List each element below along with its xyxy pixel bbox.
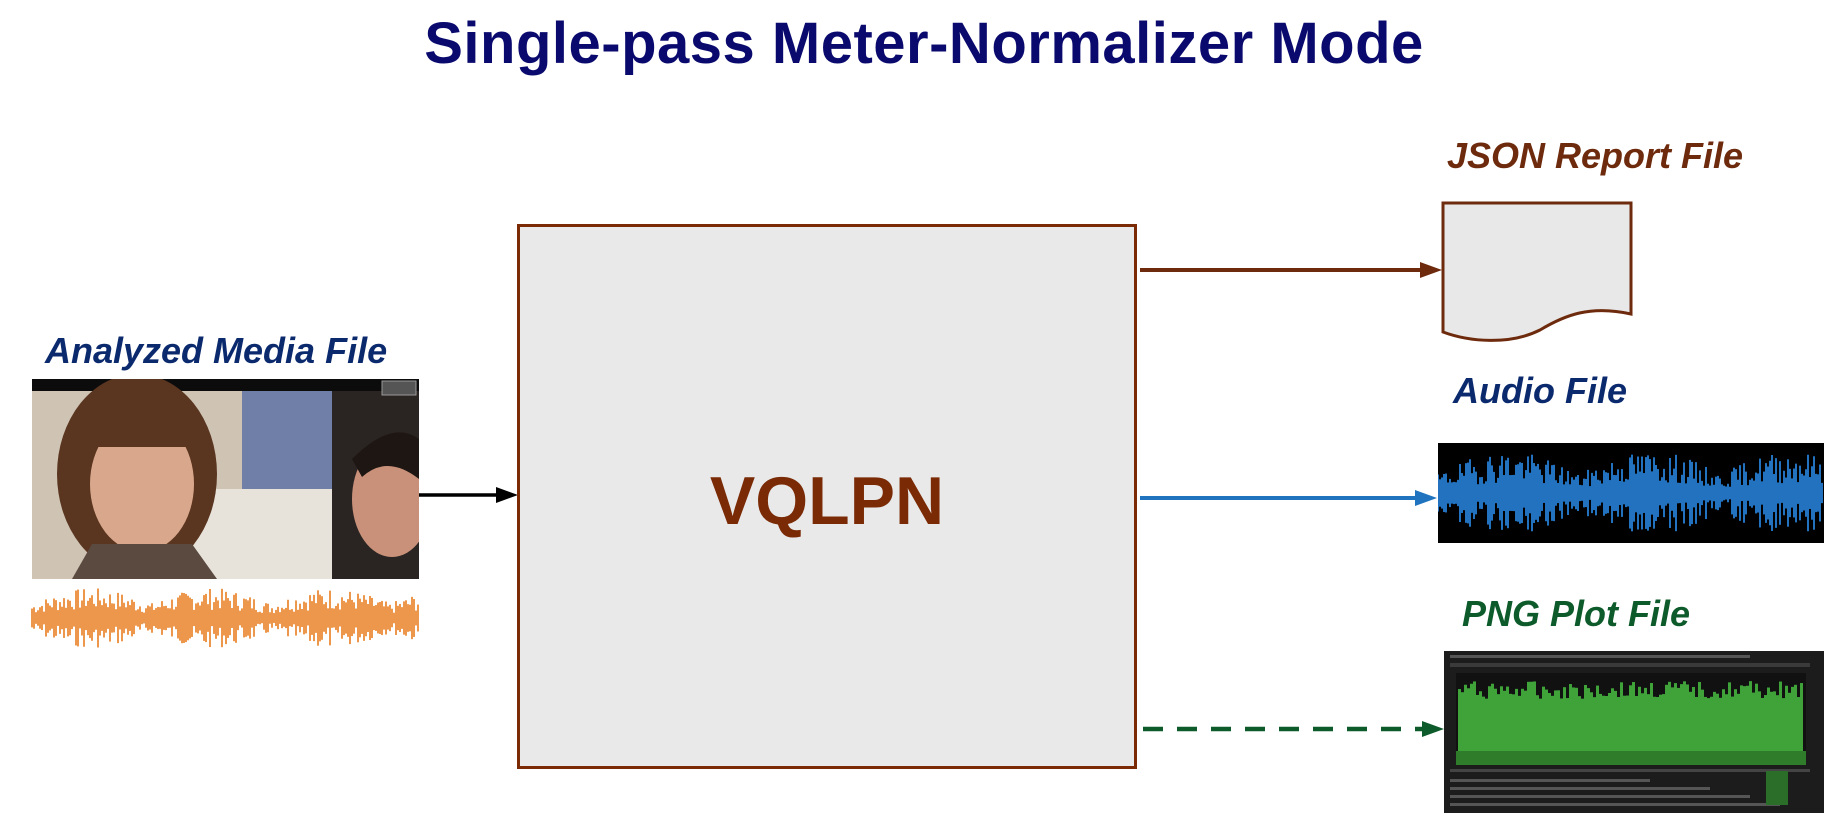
png-output-label: PNG Plot File (1462, 593, 1691, 634)
audio-output-arrow (1140, 490, 1437, 506)
audio-waveform-icon (31, 588, 419, 648)
processor-label: VQLPN (709, 463, 945, 539)
loudness-plot-icon (1444, 651, 1824, 813)
png-output-arrow (1143, 721, 1444, 737)
document-icon (1441, 201, 1633, 342)
vqlpn-processor-block: VQLPN (517, 224, 1137, 769)
input-arrow (419, 487, 518, 503)
json-output-arrow (1140, 262, 1442, 278)
input-label: Analyzed Media File (45, 330, 388, 371)
json-output-label: JSON Report File (1447, 135, 1744, 176)
video-frame-icon (32, 379, 419, 579)
audio-file-waveform (1438, 443, 1824, 543)
audio-output-label: Audio File (1453, 370, 1627, 411)
diagram-title: Single-pass Meter-Normalizer Mode (424, 11, 1424, 76)
